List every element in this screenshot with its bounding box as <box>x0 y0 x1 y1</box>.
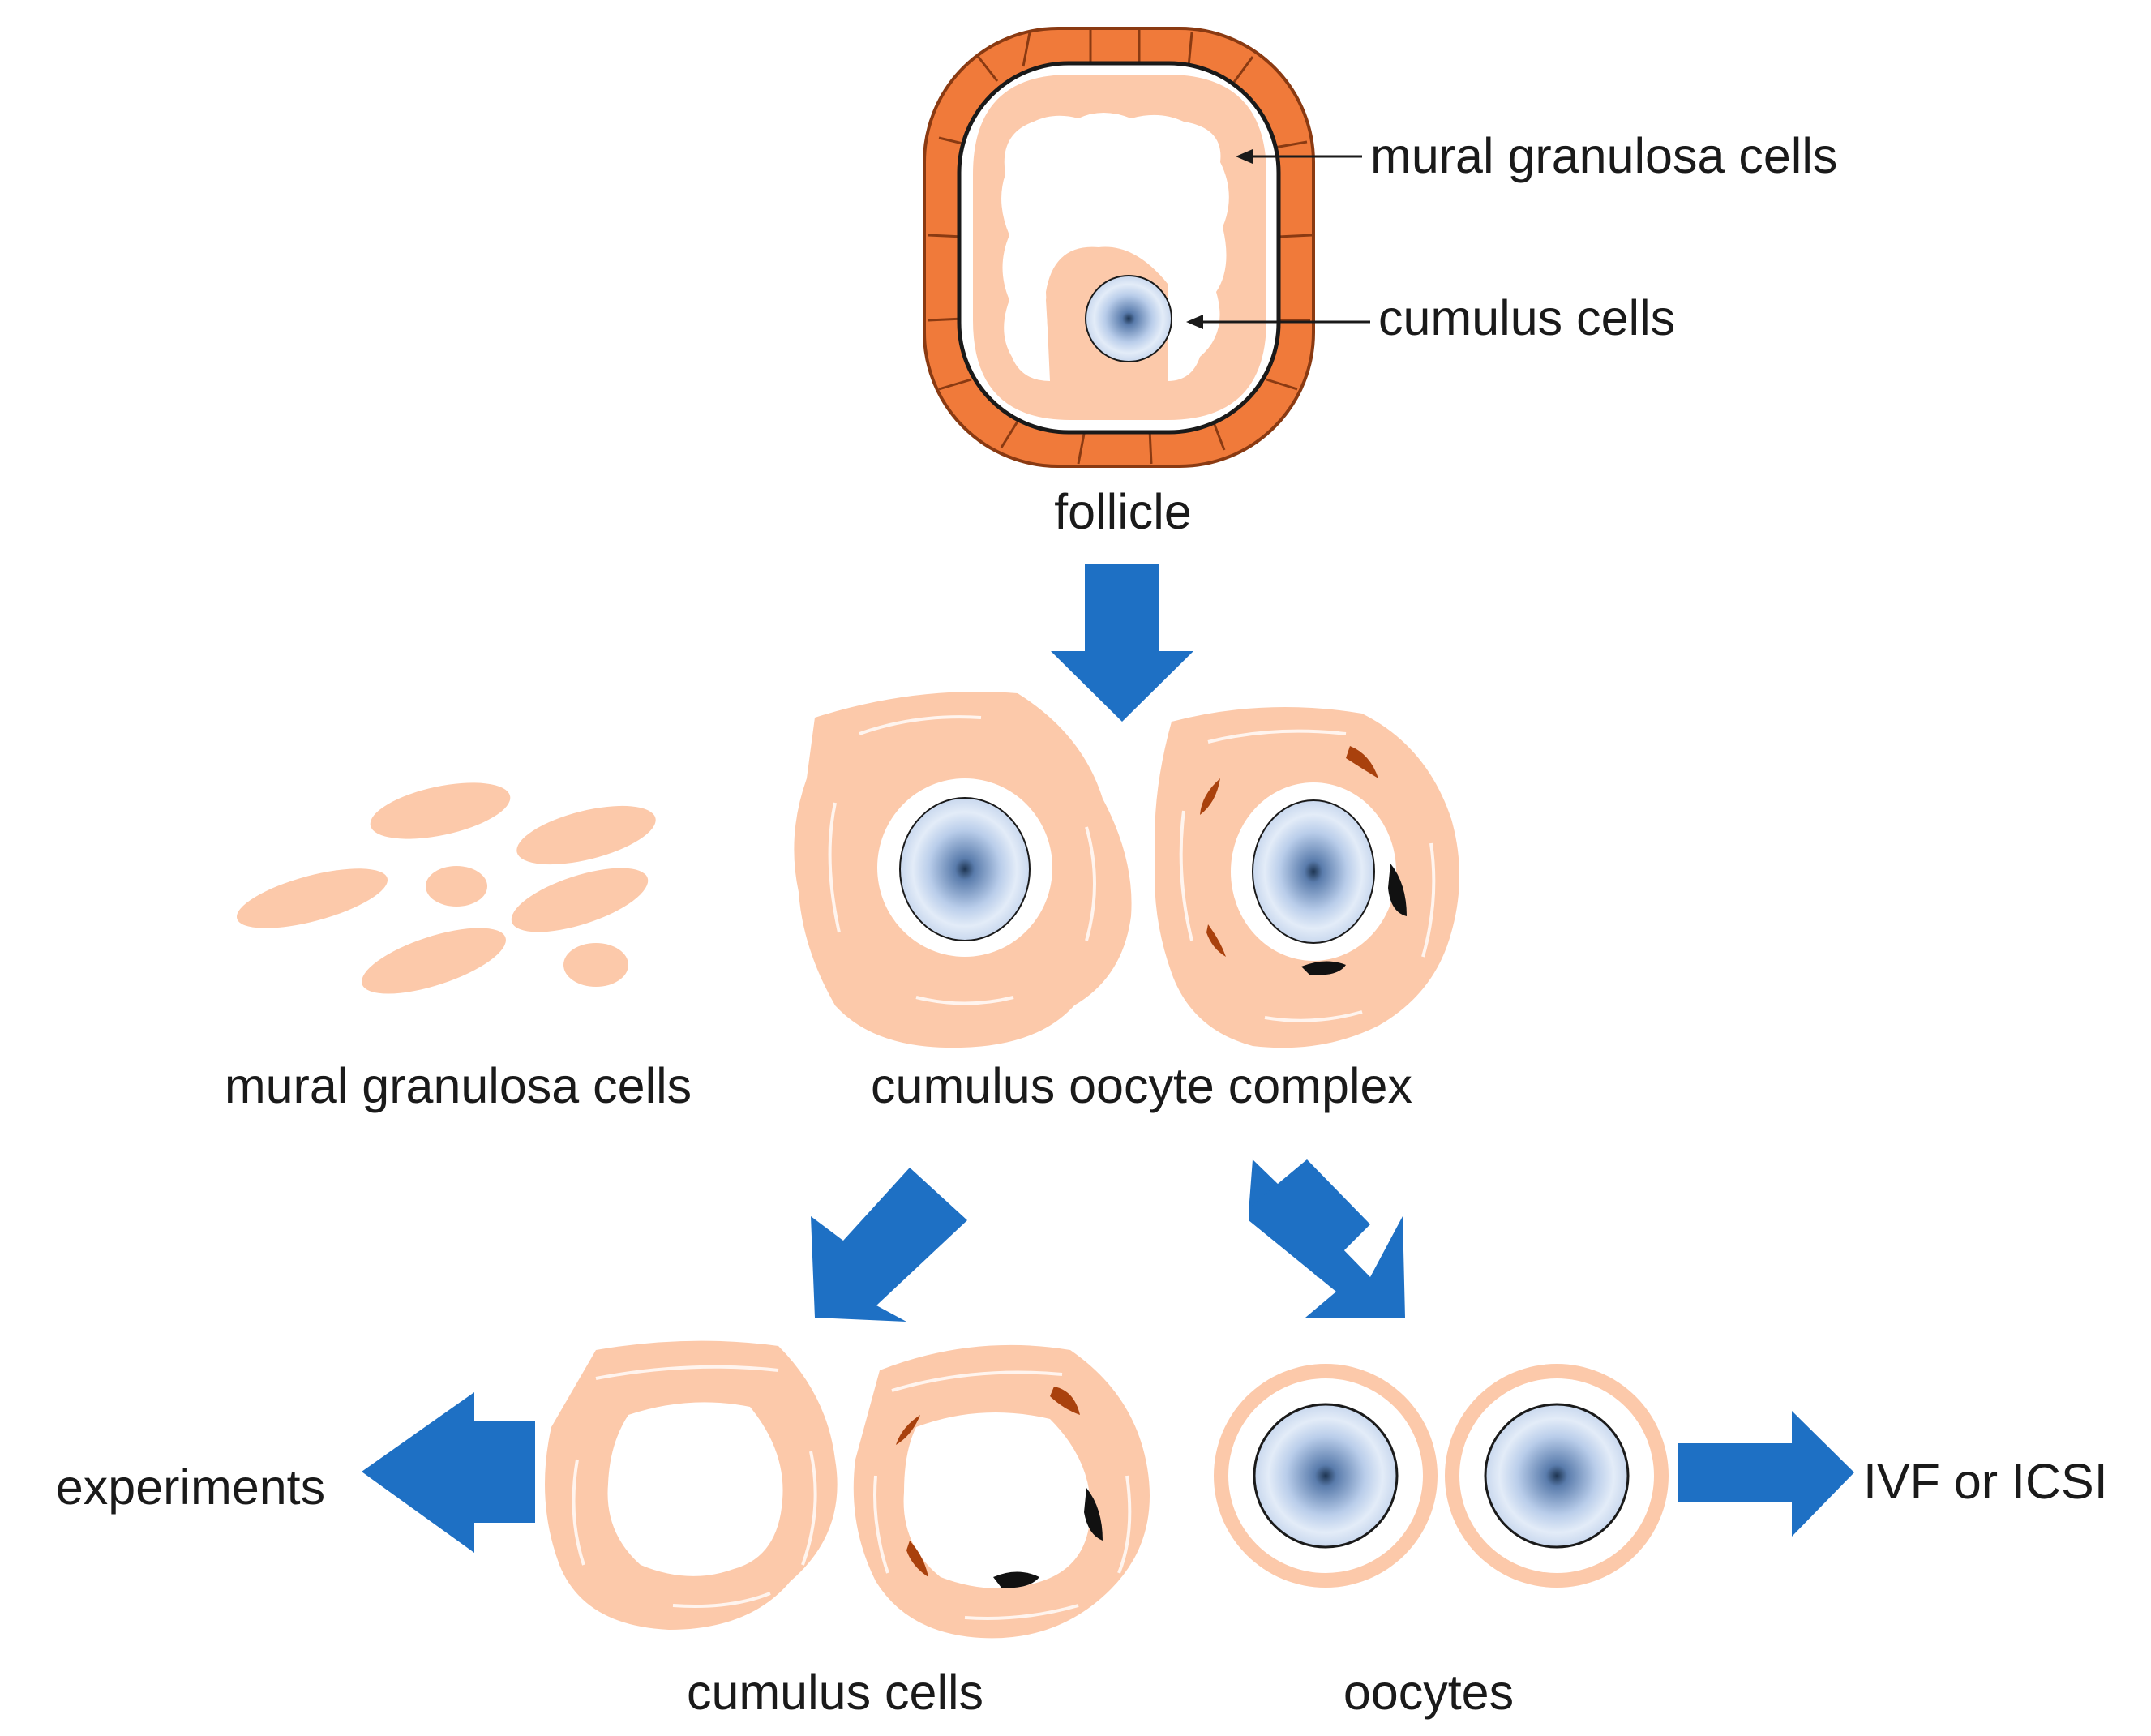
coc-right-cumulus-texture <box>1179 729 1436 1022</box>
label-experiments: experiments <box>56 1460 325 1515</box>
arrow-down-right <box>1249 1159 1405 1318</box>
pointer-mural-granulosa <box>1236 149 1362 164</box>
label-mural-granulosa-bottom: mural granulosa cells <box>225 1058 692 1113</box>
oocyte-left <box>1214 1364 1438 1588</box>
cumulus-ring-right-brown-spot-2 <box>896 1415 920 1445</box>
theca-cell-dividers <box>928 29 1313 465</box>
coc-right-brown-spot-3 <box>1206 924 1226 957</box>
coc-right-dark-spot-1 <box>1388 864 1407 916</box>
follicle <box>923 27 1315 468</box>
oocyte-right <box>1445 1364 1669 1588</box>
pointer-cumulus-cells <box>1186 315 1370 329</box>
label-follicle: follicle <box>1054 484 1192 539</box>
arrow-right-ivf <box>1678 1411 1854 1537</box>
coc-right <box>1155 707 1459 1048</box>
cumulus-ring-left <box>545 1340 838 1630</box>
cumulus-ring-right-brown-spot-3 <box>906 1541 928 1577</box>
cumulus-ring-right-brown-spot-1 <box>1050 1387 1080 1415</box>
coc-left-oocyte <box>899 797 1031 941</box>
cumulus-ring-right-dark-spot-2 <box>993 1571 1039 1588</box>
cumulus-ring-right <box>853 1344 1150 1639</box>
loose-mural-granulosa-cells <box>236 782 656 994</box>
coc-right-brown-spot-1 <box>1346 746 1378 778</box>
label-ivf-or-icsi: IVF or ICSI <box>1863 1454 2108 1509</box>
arrow-down-left <box>811 1168 967 1322</box>
coc-right-dark-spot-2 <box>1301 961 1346 975</box>
basement-membrane <box>957 61 1281 435</box>
cumulus-ring-right-dark-spot-1 <box>1084 1488 1103 1541</box>
label-cumulus-cells-bottom: cumulus cells <box>687 1665 983 1720</box>
arrow-down <box>1051 564 1193 722</box>
coc-right-brown-spot-2 <box>1200 778 1220 815</box>
label-mural-granulosa-top: mural granulosa cells <box>1370 128 1837 183</box>
arrow-left-experiments <box>362 1392 535 1553</box>
coc-right-oocyte <box>1252 799 1375 944</box>
coc-left <box>794 692 1132 1048</box>
coc-left-cumulus-texture <box>828 715 1096 1005</box>
follicle-oocyte <box>1085 275 1172 362</box>
label-cumulus-cells-top: cumulus cells <box>1378 290 1675 345</box>
label-oocytes: oocytes <box>1343 1665 1514 1720</box>
label-cumulus-oocyte-complex: cumulus oocyte complex <box>871 1058 1412 1113</box>
